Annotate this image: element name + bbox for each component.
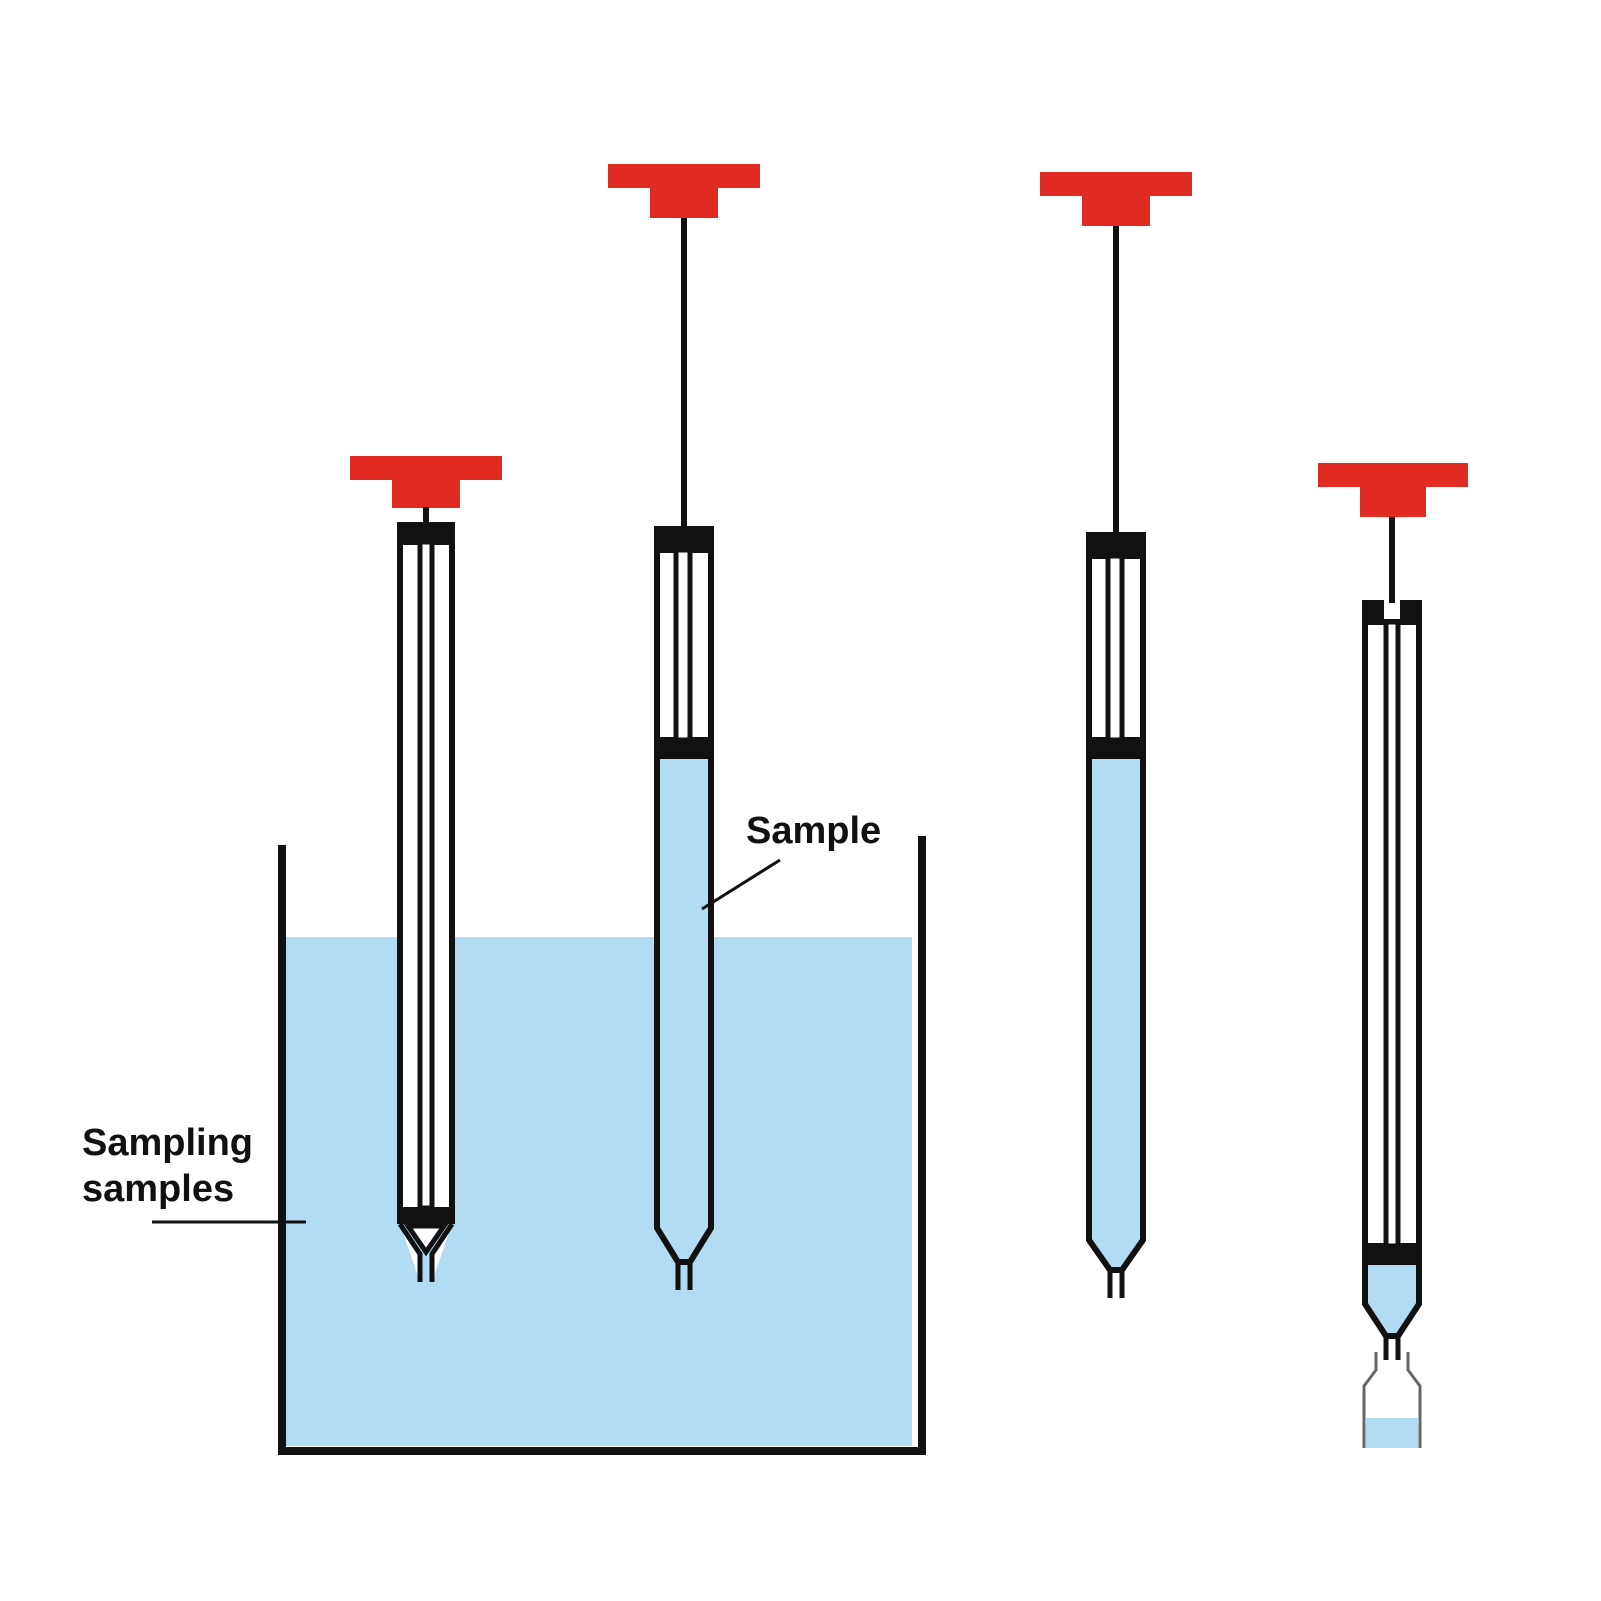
drawn-sample (654, 753, 714, 1265)
barrel-cap (654, 526, 714, 550)
barrel-tip (675, 1262, 693, 1290)
plunger-rod-inner (1383, 619, 1401, 1249)
syringe-step-3 (1040, 172, 1192, 1298)
plunger-handle-stem (1360, 485, 1426, 517)
plunger-handle (1040, 172, 1192, 196)
plunger-rod (1113, 226, 1119, 534)
barrel-cap-left (1362, 600, 1384, 624)
held-sample (1086, 753, 1146, 1273)
plunger-rod-inner (1105, 553, 1125, 743)
syringe-step-1 (350, 456, 502, 1282)
barrel-tip (397, 1222, 455, 1282)
plunger-handle-stem (392, 478, 460, 508)
barrel-cap (397, 522, 455, 542)
plunger-rod-inner (417, 539, 435, 1211)
syringe-step-4 (1318, 463, 1468, 1448)
syringe-step-2 (608, 164, 760, 1290)
container-liquid (284, 937, 912, 1446)
plunger-seal (654, 740, 714, 756)
plunger-rod (1389, 517, 1395, 603)
plunger-handle-stem (1082, 194, 1150, 226)
plunger-seal (1362, 1246, 1422, 1262)
barrel-tip (1383, 1336, 1401, 1360)
plunger-handle (1318, 463, 1468, 487)
remaining-sample (1362, 1259, 1422, 1339)
sampling-samples-label-line-2: samples (82, 1168, 235, 1210)
sampling-samples-label-line-1: Sampling (82, 1122, 254, 1164)
barrel-cap-right (1400, 600, 1422, 624)
plunger-rod (423, 507, 429, 522)
vial-outline (1362, 1352, 1422, 1448)
plunger-seal (1086, 740, 1146, 756)
plunger-seal (397, 1208, 455, 1224)
container-wall (278, 836, 926, 1455)
collection-vial (1362, 1352, 1422, 1448)
plunger-handle (350, 456, 502, 480)
sample-container (278, 836, 926, 1455)
plunger-rod (681, 218, 687, 528)
plunger-handle (608, 164, 760, 188)
sample-label: Sample (746, 810, 882, 852)
plunger-rod-inner (673, 547, 693, 743)
vial-liquid (1366, 1418, 1418, 1448)
sampling-samples-label: Sampling samples (82, 1120, 253, 1212)
plunger-handle-stem (650, 186, 718, 218)
sample-leader-line (701, 858, 781, 911)
barrel-cap (1086, 532, 1146, 556)
barrel-tip (1107, 1270, 1125, 1298)
